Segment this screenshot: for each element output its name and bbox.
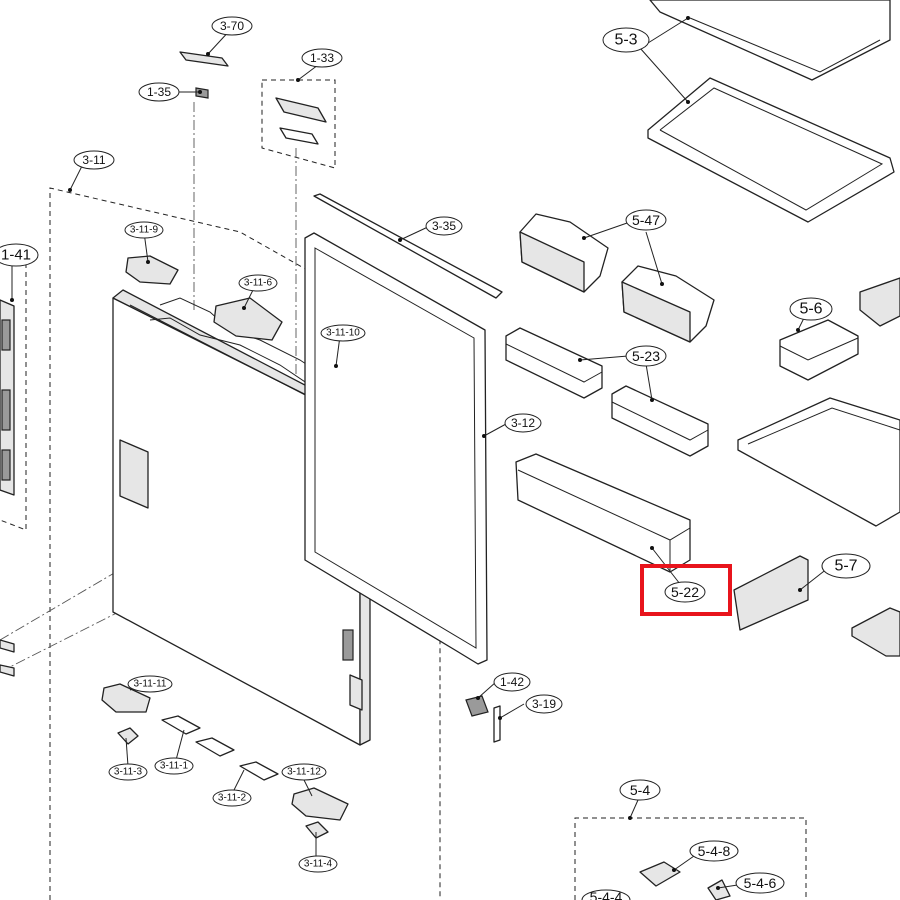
callout-5-47: 5-47 bbox=[625, 209, 667, 231]
part-egg-tray bbox=[859, 277, 900, 327]
callout-text: 5-7 bbox=[834, 558, 857, 575]
part-5-4-6 bbox=[707, 879, 731, 900]
part-3-35-strip bbox=[313, 193, 503, 299]
callout-text: 5-4-8 bbox=[698, 843, 731, 859]
callout-text: 3-11-3 bbox=[114, 767, 143, 778]
callout-text: 1-41 bbox=[1, 247, 31, 264]
callout-text: 3-70 bbox=[220, 19, 244, 33]
callout-5-23: 5-23 bbox=[625, 345, 667, 367]
callout-3-11-2: 3-11-2 bbox=[212, 789, 252, 807]
callout-text: 3-12 bbox=[511, 416, 535, 430]
part-3-11-6-hinge bbox=[213, 297, 283, 341]
part-3-11-1 bbox=[161, 715, 235, 757]
callout-text: 3-11-6 bbox=[244, 278, 273, 289]
callout-3-11-6: 3-11-6 bbox=[238, 274, 278, 292]
callout-text: 3-11-4 bbox=[304, 859, 333, 870]
part-3-11-11 bbox=[101, 683, 151, 713]
callout-text: 5-47 bbox=[632, 212, 660, 228]
callout-text: 3-11-11 bbox=[134, 679, 167, 690]
callout-text: 5-3 bbox=[614, 32, 637, 49]
group-frame-5-4 bbox=[574, 817, 807, 900]
highlight-box bbox=[640, 564, 732, 616]
callout-text: 5-4-4 bbox=[590, 889, 623, 900]
callout-text: 3-11-1 bbox=[160, 761, 189, 772]
part-5-23-bin-1 bbox=[505, 327, 603, 399]
part-5-6-box bbox=[779, 319, 859, 381]
part-5-7-divider bbox=[733, 555, 809, 631]
callout-text: 3-11-9 bbox=[130, 225, 159, 236]
callout-3-35: 3-35 bbox=[425, 216, 463, 236]
callout-5-6: 5-6 bbox=[789, 297, 833, 321]
callout-1-42: 1-42 bbox=[493, 672, 531, 692]
callout-text: 5-23 bbox=[632, 348, 660, 364]
part-large-shelf bbox=[737, 397, 900, 527]
part-1-35-clip bbox=[195, 87, 209, 99]
callout-5-4: 5-4 bbox=[619, 779, 661, 801]
callout-3-11: 3-11 bbox=[73, 150, 115, 170]
callout-3-11-10: 3-11-10 bbox=[320, 324, 366, 342]
callout-text: 5-4 bbox=[630, 782, 650, 798]
callout-3-11-4: 3-11-4 bbox=[298, 855, 338, 873]
callout-3-11-9: 3-11-9 bbox=[124, 221, 164, 239]
part-5-23-bin-2 bbox=[611, 385, 709, 457]
callout-text: 3-11-2 bbox=[218, 793, 247, 804]
part-5-47-bin-2 bbox=[621, 265, 715, 343]
part-door-cut-left bbox=[0, 299, 15, 677]
callout-text: 5-6 bbox=[799, 301, 822, 318]
callout-text: 5-22 bbox=[671, 584, 699, 600]
part-5-3-shelf-lower bbox=[647, 77, 895, 223]
callout-5-4-4: 5-4-4 bbox=[581, 889, 631, 900]
part-3-70-plate bbox=[179, 51, 229, 67]
callout-5-3: 5-3 bbox=[602, 27, 650, 53]
callout-text: 3-11 bbox=[82, 153, 105, 167]
group-frame-1-33 bbox=[261, 79, 336, 169]
part-3-11-4 bbox=[305, 821, 329, 839]
callout-text: 3-35 bbox=[432, 219, 456, 233]
callout-3-11-1: 3-11-1 bbox=[154, 757, 194, 775]
callout-text: 1-42 bbox=[500, 675, 524, 689]
callout-3-19: 3-19 bbox=[525, 694, 563, 714]
leader-dots bbox=[10, 16, 802, 890]
callout-5-7: 5-7 bbox=[821, 553, 871, 579]
callout-3-11-12: 3-11-12 bbox=[281, 763, 327, 781]
callout-text: 3-11-12 bbox=[287, 767, 321, 778]
callout-1-41: 1-41 bbox=[0, 243, 39, 267]
part-5-3-shelf-upper bbox=[649, 0, 891, 81]
callout-text: 1-33 bbox=[310, 51, 334, 65]
callout-3-70: 3-70 bbox=[211, 16, 253, 36]
part-3-11-2 bbox=[239, 761, 279, 781]
part-5-22-door-bin bbox=[515, 453, 691, 573]
callout-text: 3-11-10 bbox=[326, 328, 360, 339]
part-3-19 bbox=[493, 705, 501, 743]
part-5-47-bin-1 bbox=[519, 213, 609, 293]
part-3-11-12 bbox=[291, 787, 349, 821]
callout-5-4-8: 5-4-8 bbox=[689, 840, 739, 862]
callout-text: 1-35 bbox=[147, 85, 171, 99]
callout-text: 5-4-6 bbox=[744, 875, 777, 891]
part-3-11-9-hinge bbox=[125, 255, 179, 285]
callout-3-11-3: 3-11-3 bbox=[108, 763, 148, 781]
callout-3-11-11: 3-11-11 bbox=[127, 675, 173, 693]
part-right-tray bbox=[851, 607, 900, 657]
callout-3-12: 3-12 bbox=[504, 413, 542, 433]
callout-text: 3-19 bbox=[532, 697, 556, 711]
callout-1-33: 1-33 bbox=[301, 48, 343, 68]
callout-5-4-6: 5-4-6 bbox=[735, 872, 785, 894]
part-5-4-8 bbox=[639, 861, 681, 887]
callout-5-22: 5-22 bbox=[664, 581, 706, 603]
callout-1-35: 1-35 bbox=[138, 82, 180, 102]
part-3-11-3 bbox=[117, 727, 139, 745]
part-1-33-set bbox=[275, 97, 327, 145]
